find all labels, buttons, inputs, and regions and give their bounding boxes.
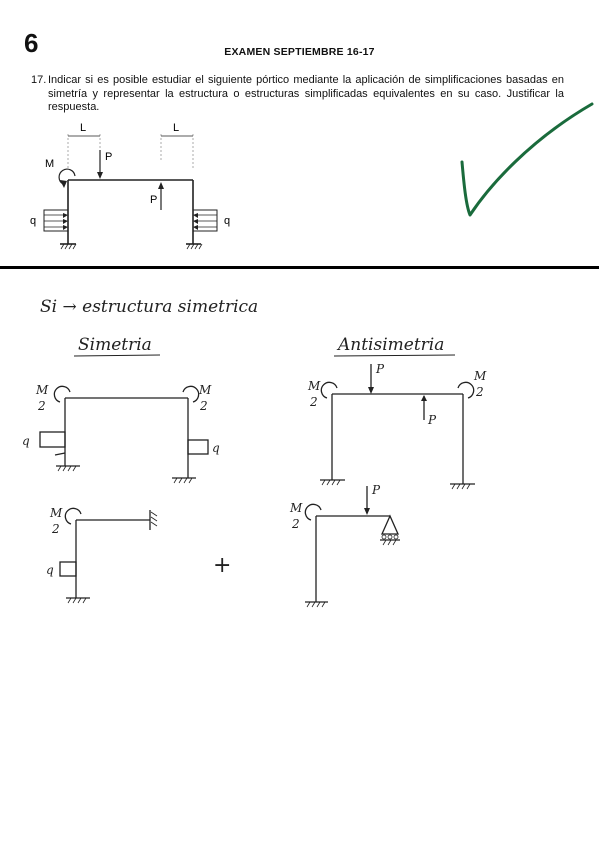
antisymmetric-half-frame <box>304 486 400 603</box>
dim-L-right: L <box>173 122 179 134</box>
antisimetria-title: Antisimetria <box>336 335 444 355</box>
anti-p-top: P <box>375 362 385 376</box>
page-number: 6 <box>24 28 39 58</box>
sym-q-right: q <box>212 441 220 455</box>
section-divider <box>0 266 599 269</box>
anti-m-left-den: 2 <box>309 395 318 409</box>
check-mark-icon <box>460 102 594 217</box>
anti-m-left-num: M <box>307 379 321 393</box>
exam-title: EXAMEN SEPTIEMBRE 16-17 <box>224 46 375 58</box>
antisymmetric-frame <box>320 364 475 485</box>
label-P-top: P <box>105 151 112 163</box>
question-block: 17. Indicar si es posible estudiar el si… <box>31 74 564 115</box>
simetria-title: Simetria <box>78 335 152 355</box>
anti-p-mid: P <box>427 413 437 427</box>
symmetric-frame <box>39 385 209 479</box>
anti-m-right-num: M <box>473 369 487 383</box>
anti-m-right-den: 2 <box>475 385 484 399</box>
half-anti-p: P <box>371 483 381 497</box>
half-anti-m-num: M <box>289 501 303 515</box>
question-number: 17. <box>31 74 47 86</box>
answer-intro: Si → estructura simetrica <box>40 297 258 317</box>
label-M: M <box>45 158 54 170</box>
half-m-den: 2 <box>51 522 60 536</box>
dim-L-left: L <box>80 122 86 134</box>
sym-m-right-den: 2 <box>199 399 208 413</box>
portal-frame-figure <box>60 179 201 245</box>
sym-m-right-num: M <box>198 383 212 397</box>
half-anti-m-den: 2 <box>291 517 300 531</box>
half-m-num: M <box>49 506 63 520</box>
symmetric-half-frame <box>59 507 151 599</box>
sym-q-left: q <box>22 434 30 448</box>
label-q-right: q <box>224 215 230 227</box>
sym-m-left-num: M <box>35 383 49 397</box>
sym-m-left-den: 2 <box>37 399 46 413</box>
label-q-left: q <box>30 215 36 227</box>
label-P-mid: P <box>150 194 157 206</box>
plus-sign: + <box>213 553 231 578</box>
half-q: q <box>46 563 54 577</box>
question-text: Indicar si es posible estudiar el siguie… <box>48 74 564 113</box>
